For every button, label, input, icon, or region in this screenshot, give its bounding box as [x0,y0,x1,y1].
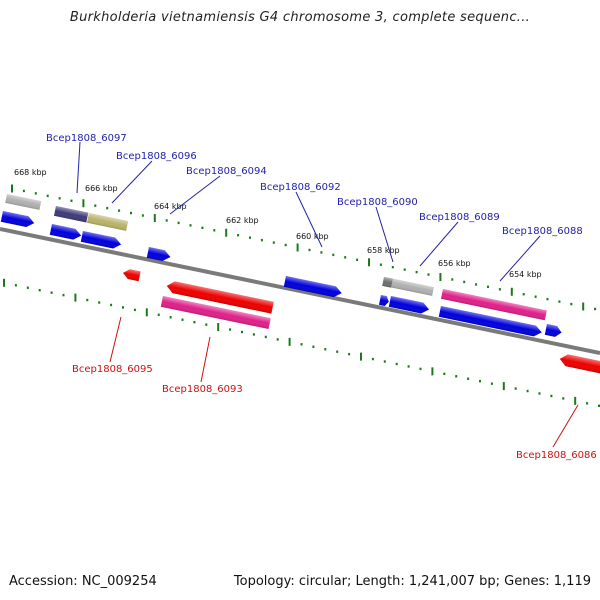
kbp-label: 668 kbp [14,168,47,177]
kbp-label: 656 kbp [438,259,471,268]
gene-label-bcep1808-6097[interactable]: Bcep1808_6097 [46,133,127,144]
gene-bcep1808-6089[interactable] [388,296,430,315]
gene-bcep1808-6095-shade [122,269,141,282]
gene-forward-d-shade [146,247,171,262]
kbp-labels: 668 kbp 666 kbp 664 kbp 662 kbp 660 kbp … [14,168,542,279]
leader-line [552,404,579,448]
gene-grey-6097-region-shade [5,194,42,210]
sequence-stats-text: Topology: circular; Length: 1,241,007 bp… [233,574,591,589]
gene-label-bcep1808-6092[interactable]: Bcep1808_6092 [260,182,341,193]
gene-forward-e-shade [438,306,542,337]
gene-bcep1808-6096[interactable] [86,213,129,231]
gene-forward-d[interactable] [146,247,172,262]
leader-line [109,316,122,363]
gene-bcep1808-6090[interactable] [378,295,390,307]
leader-line [375,206,394,263]
accession-text: Accession: NC_009254 [9,574,157,589]
tick-row-lower [3,278,600,407]
gene-bcep1808-6086[interactable] [559,353,600,374]
gene-dark-6090-region-shade [382,277,393,288]
gene-bcep1808-6090-shade [378,295,389,306]
gene-forward-a-shade [0,211,35,228]
leader-line [419,221,459,267]
leader-line [111,160,153,204]
map-title: Burkholderia vietnamiensis G4 chromosome… [69,10,531,25]
gene-bcep1808-6097-shade [53,206,89,223]
gene-bcep1808-6093-shade [160,296,271,330]
gene-bcep1808-6095[interactable] [122,268,141,282]
gene-label-bcep1808-6095[interactable]: Bcep1808_6095 [72,364,153,375]
gene-bcep1808-6092-shade [283,276,342,298]
kbp-label: 658 kbp [367,246,400,255]
gene-bcep1808-6096-shade [86,213,129,231]
gene-bcep1808-6086-shade [559,354,600,374]
gene-label-bcep1808-6088[interactable]: Bcep1808_6088 [502,226,583,237]
gene-features [0,194,600,374]
gene-label-bcep1808-6089[interactable]: Bcep1808_6089 [419,212,500,223]
gene-labels: Bcep1808_6097 Bcep1808_6096 Bcep1808_609… [46,133,597,461]
gene-forward-a[interactable] [0,211,36,228]
gene-forward-c[interactable] [80,231,122,250]
gene-bcep1808-6088[interactable] [440,289,547,321]
gene-label-bcep1808-6086[interactable]: Bcep1808_6086 [516,450,597,461]
leader-line [169,175,221,215]
kbp-label: 654 kbp [509,270,542,279]
kbp-tick-row-upper [11,184,597,311]
kbp-label: 664 kbp [154,202,187,211]
gene-dark-6090-region[interactable] [382,277,393,288]
gene-forward-c-shade [80,231,122,249]
gene-bcep1808-6093-red-shade [166,281,274,314]
gene-forward-f[interactable] [544,324,563,338]
gene-label-bcep1808-6096[interactable]: Bcep1808_6096 [116,151,197,162]
gene-bcep1808-6089-shade [388,296,430,314]
gene-bcep1808-6097[interactable] [53,206,89,223]
gene-label-leaders [76,141,579,448]
gene-label-bcep1808-6093[interactable]: Bcep1808_6093 [162,384,243,395]
kbp-label: 666 kbp [85,184,118,193]
kbp-label: 662 kbp [226,216,259,225]
gene-bcep1808-6093-red[interactable] [166,280,274,314]
gene-bcep1808-6092[interactable] [283,276,343,299]
gene-label-bcep1808-6090[interactable]: Bcep1808_6090 [337,197,418,208]
leader-line [499,235,541,282]
gene-bcep1808-6093[interactable] [160,296,271,330]
gene-grey-6090-region[interactable] [383,277,434,296]
sequence-backbone [0,227,600,355]
gene-label-bcep1808-6094[interactable]: Bcep1808_6094 [186,166,267,177]
gene-forward-b[interactable] [49,224,83,241]
gene-forward-e[interactable] [438,306,543,338]
gene-forward-f-shade [544,324,562,337]
gene-bcep1808-6088-shade [440,289,547,321]
kbp-label: 660 kbp [296,232,329,241]
gene-grey-6090-region-shade [383,277,434,296]
gene-forward-b-shade [49,224,82,240]
gene-grey-6097-region[interactable] [5,194,42,210]
leader-line [200,336,211,383]
leader-line [76,141,81,194]
leader-line [295,191,323,248]
